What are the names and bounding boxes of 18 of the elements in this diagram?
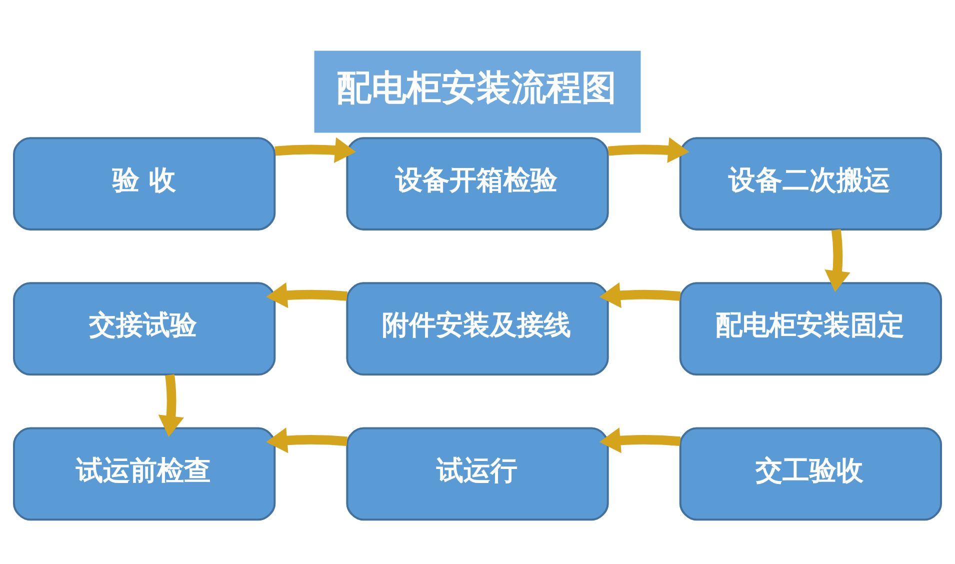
node-box: 试运前检查 <box>12 426 276 520</box>
arrow <box>599 282 681 308</box>
arrow <box>608 136 690 163</box>
node-box: 交接试验 <box>12 282 276 376</box>
node-box: 附件安装及接线 <box>346 282 609 376</box>
node-box: 配电柜安装固定 <box>679 282 942 376</box>
arrow <box>824 228 850 292</box>
arrow <box>599 426 681 453</box>
diagram-title: 配电柜安装流程图 <box>336 68 616 108</box>
node-box: 试运行 <box>346 426 609 520</box>
node-box: 设备开箱检验 <box>346 136 609 230</box>
arrow <box>266 426 348 453</box>
node-box: 交工验收 <box>679 426 942 520</box>
node-box: 设备二次搬运 <box>679 136 942 230</box>
arrow <box>266 282 348 308</box>
arrow <box>158 374 184 437</box>
arrow <box>274 136 356 163</box>
node-box: 验 收 <box>12 136 276 230</box>
